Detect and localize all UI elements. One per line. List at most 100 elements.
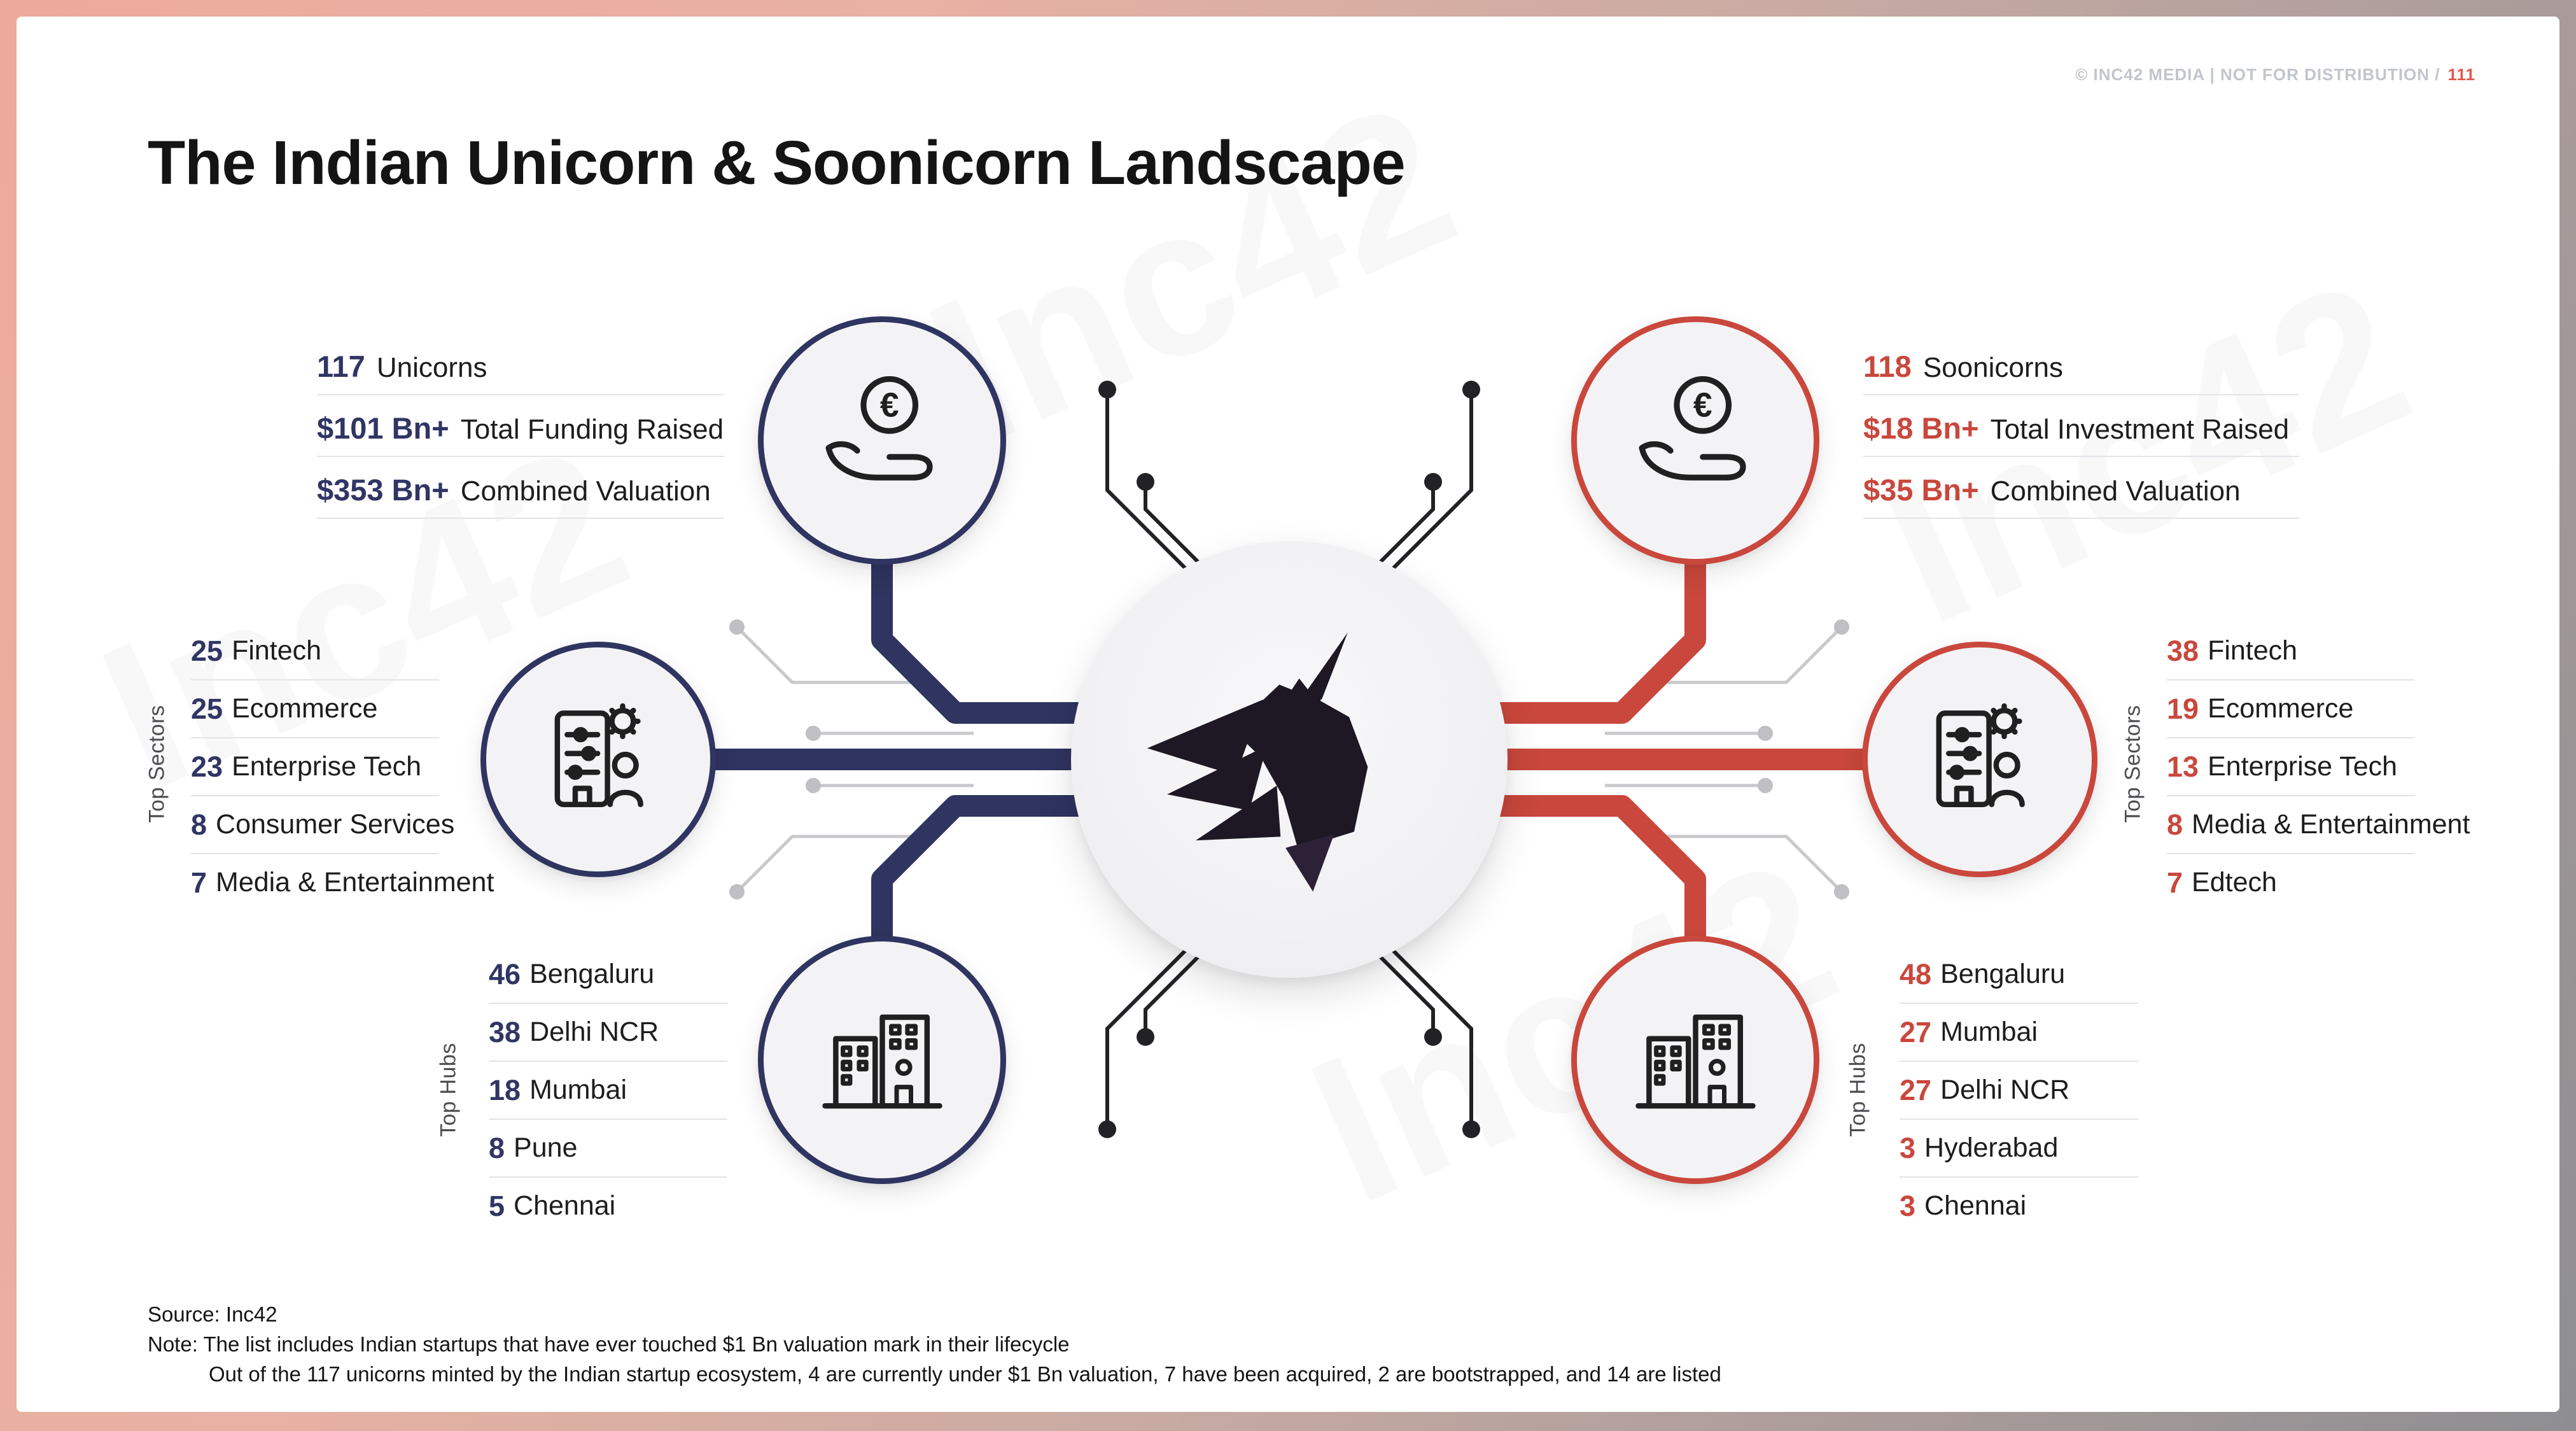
list-item: 25 Ecommerce (191, 680, 439, 738)
unicorn-sectors-title: Top Sectors (144, 705, 169, 823)
list-item: 27 Delhi NCR (1900, 1062, 2138, 1120)
stat-row: 117 Unicorns (317, 349, 724, 395)
item-value: 18 (489, 1073, 521, 1106)
stat-row: $353 Bn+ Combined Valuation (317, 472, 724, 519)
stat-label: Combined Valuation (1990, 476, 2241, 507)
item-label: Chennai (1924, 1190, 2027, 1221)
item-value: 23 (191, 750, 223, 783)
unicorn-sectors-list: 25 Fintech 25 Ecommerce 23 Enterprise Te… (191, 623, 494, 911)
item-label: Ecommerce (2208, 693, 2354, 724)
black-trace-dots (1098, 381, 1480, 1138)
soonicorn-sectors-node (1862, 642, 2097, 877)
soonicorn-sectors-title: Top Sectors (2120, 705, 2145, 823)
list-item: 8 Media & Entertainment (2167, 796, 2470, 854)
soonicorn-sectors-list: 38 Fintech 19 Ecommerce 13 Enterprise Te… (2167, 623, 2470, 911)
stat-label: Combined Valuation (460, 476, 711, 507)
city-icon (1635, 1014, 1756, 1108)
list-item: 38 Fintech (2167, 623, 2415, 680)
copyright-text: © INC42 MEDIA | NOT FOR DISTRIBUTION / (2075, 65, 2440, 84)
stat-label: Soonicorns (1922, 352, 2063, 383)
list-item: 13 Enterprise Tech (2167, 738, 2415, 796)
unicorn-sectors-node (480, 642, 716, 877)
stat-value: $101 Bn+ (317, 411, 449, 445)
item-label: Chennai (514, 1190, 616, 1221)
item-label: Media & Entertainment (216, 867, 494, 898)
unicorn-connectors (710, 544, 1095, 975)
item-value: 25 (191, 634, 223, 667)
list-item: 27 Mumbai (1900, 1004, 2138, 1062)
list-item: 8 Pune (489, 1120, 727, 1178)
item-value: 38 (2167, 634, 2199, 667)
item-value: 5 (489, 1189, 505, 1222)
currency-symbol: € (1693, 386, 1712, 424)
unicorn-hubs-title: Top Hubs (436, 1043, 461, 1137)
stat-row: $101 Bn+ Total Funding Raised (317, 411, 724, 457)
unicorn-stats: 117 Unicorns $101 Bn+ Total Funding Rais… (317, 349, 724, 534)
page-title: The Indian Unicorn & Soonicorn Landscape (148, 128, 1406, 197)
item-value: 8 (489, 1131, 505, 1164)
unicorn-funding-node: € (758, 316, 1006, 565)
item-label: Ecommerce (232, 693, 378, 724)
stat-label: Total Funding Raised (460, 414, 724, 445)
list-item: 23 Enterprise Tech (191, 738, 439, 796)
city-icon (822, 1014, 942, 1108)
gray-trace-dots (729, 619, 1849, 899)
footer-notes: Source: Inc42 Note: The list includes In… (148, 1300, 1721, 1390)
stat-row: 118 Soonicorns (1863, 349, 2299, 395)
item-label: Mumbai (1940, 1017, 2038, 1047)
stat-label: Total Investment Raised (1990, 414, 2290, 445)
stat-value: $353 Bn+ (317, 473, 449, 507)
soonicorn-stats: 118 Soonicorns $18 Bn+ Total Investment … (1863, 349, 2299, 534)
item-label: Enterprise Tech (2208, 751, 2398, 782)
soonicorn-hubs-list: 48 Bengaluru 27 Mumbai 27 Delhi NCR 3 Hy… (1900, 946, 2138, 1234)
list-item: 46 Bengaluru (489, 946, 727, 1004)
stat-value: 118 (1863, 349, 1912, 383)
item-label: Hyderabad (1924, 1132, 2059, 1163)
item-value: 8 (2167, 808, 2183, 841)
item-label: Media & Entertainment (2192, 809, 2470, 840)
stat-value: 117 (317, 349, 365, 383)
item-value: 27 (1900, 1073, 1932, 1106)
item-value: 38 (489, 1015, 521, 1048)
item-value: 8 (191, 808, 207, 841)
list-item: 19 Ecommerce (2167, 680, 2415, 738)
note-line-1: Note: The list includes Indian startups … (148, 1332, 1070, 1356)
list-item: 38 Delhi NCR (489, 1004, 727, 1062)
unicorn-logo (1147, 632, 1368, 892)
item-value: 13 (2167, 750, 2199, 783)
list-item: 7 Edtech (2167, 854, 2415, 911)
list-item: 7 Media & Entertainment (191, 854, 494, 911)
item-label: Edtech (2192, 867, 2277, 898)
stat-row: $35 Bn+ Combined Valuation (1863, 472, 2299, 519)
list-item: 18 Mumbai (489, 1062, 727, 1120)
item-label: Mumbai (529, 1075, 627, 1105)
coin-hand-icon: € (1639, 376, 1746, 481)
stat-value: $35 Bn+ (1863, 473, 1979, 507)
industry-icon (1936, 703, 2025, 807)
soonicorn-hubs-node (1571, 936, 1819, 1184)
stat-label: Unicorns (376, 352, 487, 383)
item-value: 25 (191, 692, 223, 725)
item-value: 46 (489, 957, 521, 990)
page-number: 111 (2447, 65, 2475, 84)
item-value: 3 (1900, 1131, 1916, 1164)
copyright-line: © INC42 MEDIA | NOT FOR DISTRIBUTION / 11… (2075, 65, 2475, 85)
center-logo-node (1071, 541, 1508, 978)
list-item: 25 Fintech (191, 623, 439, 680)
list-item: 3 Chennai (1900, 1178, 2138, 1234)
item-label: Enterprise Tech (232, 751, 422, 782)
item-label: Bengaluru (1940, 959, 2066, 989)
item-value: 48 (1900, 957, 1932, 990)
coin-hand-icon: € (825, 376, 933, 481)
list-item: 8 Consumer Services (191, 796, 454, 854)
item-label: Fintech (2208, 635, 2298, 666)
soonicorn-hubs-title: Top Hubs (1845, 1043, 1870, 1137)
soonicorn-connectors (1483, 544, 1868, 975)
note-line-2: Out of the 117 unicorns minted by the In… (209, 1362, 1721, 1386)
list-item: 3 Hyderabad (1900, 1120, 2138, 1178)
item-value: 27 (1900, 1015, 1932, 1048)
item-label: Delhi NCR (529, 1017, 659, 1047)
item-label: Fintech (232, 635, 322, 666)
